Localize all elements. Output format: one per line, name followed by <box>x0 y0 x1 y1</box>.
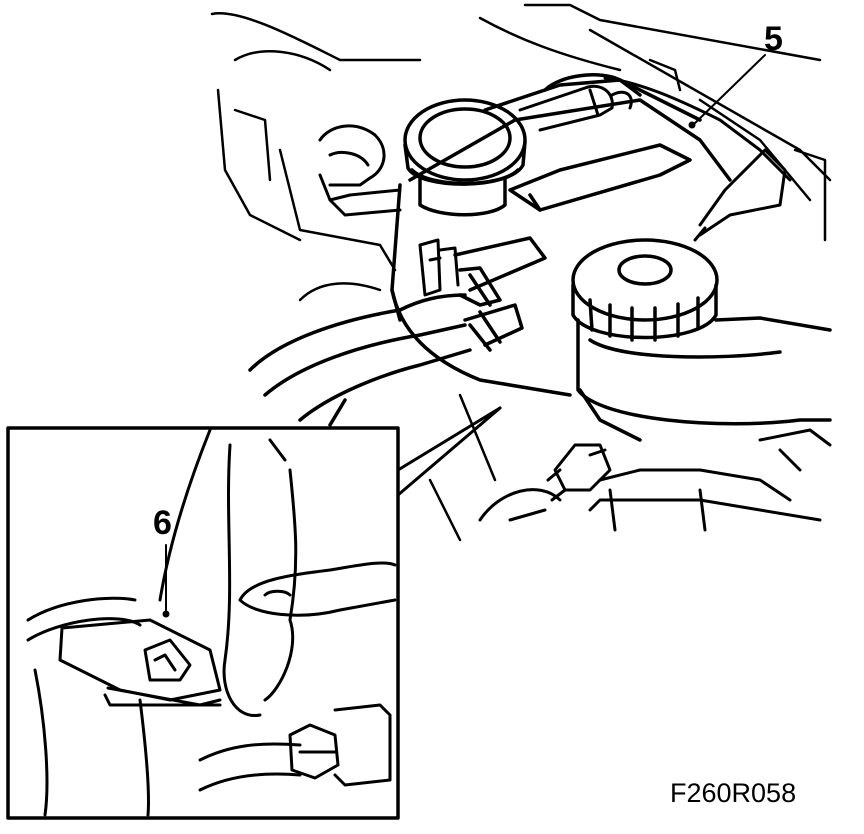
leader-dot-6 <box>162 610 170 618</box>
leader-dot-5 <box>688 121 696 129</box>
expansion-tank <box>390 73 792 397</box>
reservoir-connectors <box>478 428 832 532</box>
zoom-callout-lines <box>396 406 502 497</box>
vent-hose <box>518 84 633 132</box>
tank-bracket-right <box>693 148 787 242</box>
leader-line-5 <box>692 54 766 126</box>
background-bodywork <box>210 3 832 542</box>
callout-label-6: 6 <box>153 504 172 542</box>
tank-side-ribs <box>418 238 460 297</box>
figure-id: F260R058 <box>670 778 797 808</box>
callout-label-5: 5 <box>764 20 783 58</box>
filler-neck <box>403 98 527 217</box>
brake-fluid-reservoir <box>571 238 832 442</box>
inset-detail <box>26 428 397 817</box>
coolant-hose-connectors <box>248 236 547 427</box>
left-hoses <box>318 124 402 217</box>
